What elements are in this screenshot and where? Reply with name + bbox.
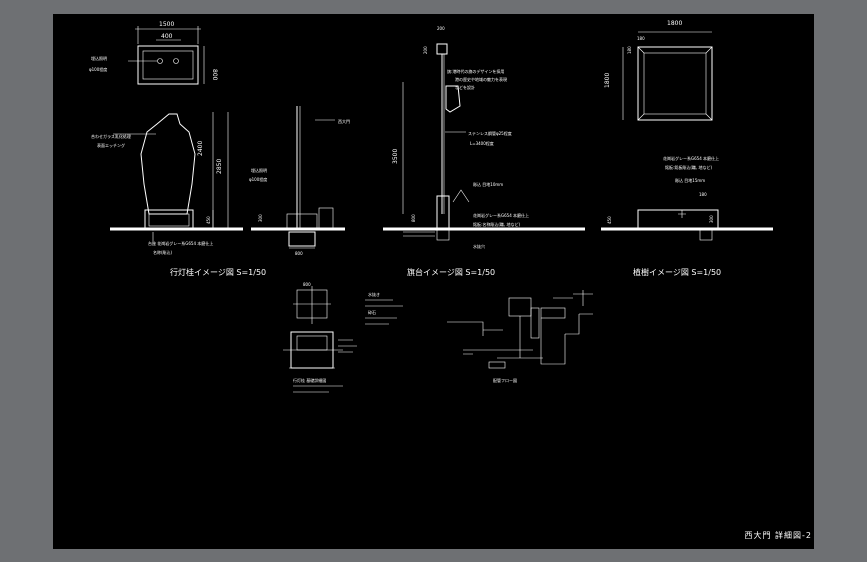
elevation-planter: 1800 1800 180 180 450 300 180 花崗岩グレー系G65…	[601, 20, 773, 277]
dim-flag-top: 200	[437, 26, 445, 31]
caption-planter: 植樹イメージ図 S=1/50	[633, 267, 721, 277]
note-plate: 彫込 目地10mm	[473, 181, 503, 187]
note-pole-light-spec: φ100程度	[249, 176, 267, 182]
elevation-flag-stand: 200 200 3500 旗:港時代の旗のデザインを採用 港の歴史や地域の魅力を…	[383, 26, 585, 277]
drawing-sheet: 1500 400 800 埋込照明 φ100程度 合わせガラス乳化処理 表面エッ…	[89, 20, 773, 393]
note-light-spec: φ100程度	[89, 66, 107, 72]
dim-planter-depth: 1800	[604, 73, 611, 88]
detail1-note-b: 砕石	[368, 309, 376, 315]
note-base-2: 名称(彫込)	[153, 249, 173, 255]
dim-pole-base: 300	[258, 214, 263, 222]
note-stone-1: 花崗岩グレー系G654 本磨仕上	[473, 212, 529, 218]
label-gate: 西大門	[338, 118, 350, 124]
note-planter-joint: 彫込 目地15mm	[675, 177, 705, 183]
detail-foundation: 800 水抜き 砕石 行灯桂 基礎詳細図	[283, 282, 403, 393]
dim-width-total: 1500	[159, 21, 174, 28]
detail1-caption: 行灯桂 基礎詳細図	[293, 377, 326, 383]
dim-planter-wall: 300	[709, 215, 714, 223]
caption-lantern: 行灯桂イメージ図 S=1/50	[170, 267, 266, 277]
note-flag-1: 旗:港時代の旗のデザインを採用	[447, 68, 504, 74]
note-base-1: 台座 花崗岩グレー系G654 本磨仕上	[148, 240, 213, 246]
note-pole-2: L=3400程度	[470, 140, 494, 146]
elevation-gate-pole: 西大門 埋込照明 φ100程度 300 800	[249, 106, 350, 256]
dim-planter-rim-2: 180	[627, 46, 632, 54]
dim-pole-base-w: 800	[295, 251, 303, 256]
dim-depth: 800	[211, 69, 218, 81]
dim-planter-wall-w: 180	[699, 192, 707, 197]
dim-flag-top-h: 200	[423, 46, 428, 54]
note-pole-light: 埋込照明	[251, 167, 267, 173]
lantern-body	[140, 113, 196, 215]
note-glass-1: 合わせガラス乳化処理	[91, 133, 131, 139]
dim-planter-base: 450	[607, 216, 612, 224]
note-flag-2: 港の歴史や地域の魅力を表現	[455, 76, 507, 82]
dim-base: 450	[206, 216, 211, 224]
caption-flag: 旗台イメージ図 S=1/50	[407, 267, 495, 277]
sheet-title: 西大門 詳細図-2	[744, 531, 812, 540]
dim-width-inner: 400	[161, 33, 173, 40]
note-flag-3: などを設計	[455, 84, 475, 90]
detail1-note-a: 水抜き	[368, 291, 380, 297]
note-stone-2: 銘板:名称彫込(職, 地など)	[473, 221, 520, 227]
lantern-plan: 1500 400 800 埋込照明 φ100程度	[89, 21, 218, 85]
lantern-base	[144, 209, 194, 231]
elevation-lantern: 1500 400 800 埋込照明 φ100程度 合わせガラス乳化処理 表面エッ…	[89, 21, 266, 277]
dim-block: 800	[411, 214, 416, 222]
detail1-top: 800	[303, 282, 311, 287]
dim-height-body: 2400	[197, 141, 204, 156]
dim-pole: 3500	[392, 149, 399, 164]
note-planter-stone-1: 花崗岩グレー系G654 本磨仕上	[663, 155, 719, 161]
note-drain: 水抜穴	[473, 243, 485, 249]
detail-piping: 配管フロー図	[447, 290, 593, 383]
dim-planter-rim: 180	[637, 36, 645, 41]
dim-planter-width: 1800	[667, 20, 682, 27]
detail2-caption: 配管フロー図	[493, 377, 517, 383]
note-light: 埋込照明	[91, 55, 107, 61]
dim-height-total: 2850	[216, 159, 223, 174]
note-glass-2: 表面エッチング	[97, 142, 125, 148]
note-planter-stone-2: 銘板:銘板彫込(職, 地など)	[665, 164, 712, 170]
note-pole-1: ステンレス鋼管φ25程度	[468, 130, 512, 136]
cad-viewport[interactable]: 1500 400 800 埋込照明 φ100程度 合わせガラス乳化処理 表面エッ…	[53, 14, 814, 549]
flag-shape	[445, 85, 461, 113]
